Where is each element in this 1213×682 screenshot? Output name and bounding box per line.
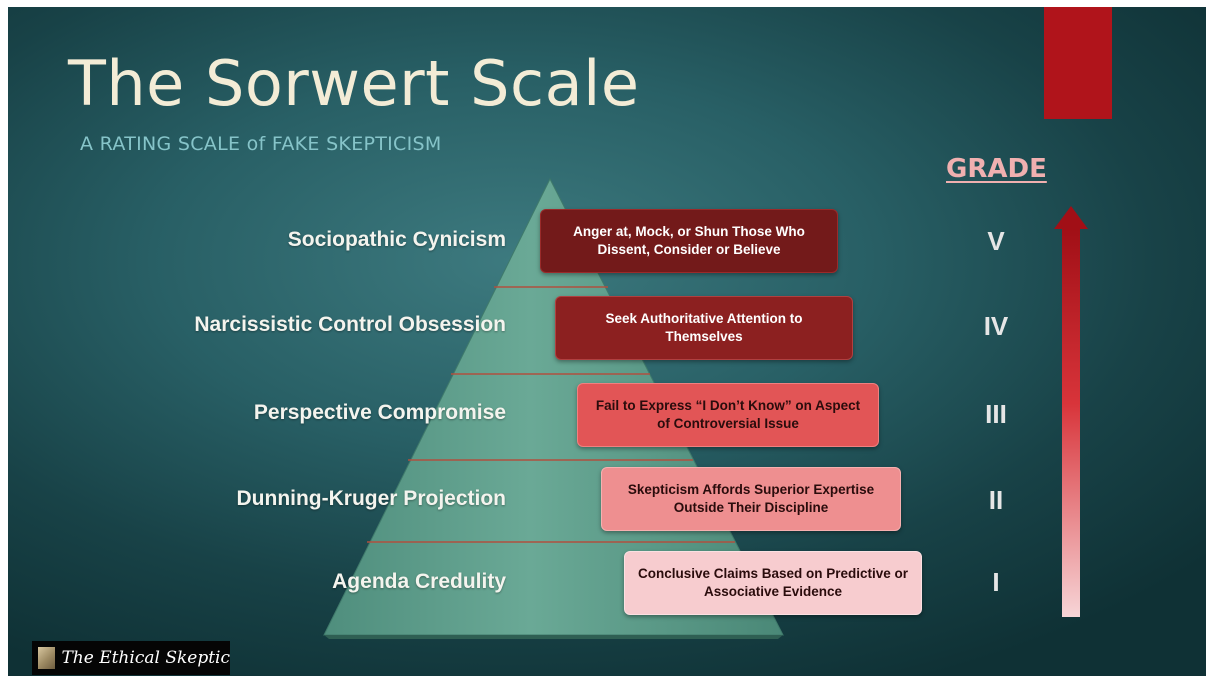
slide: The Sorwert Scale A RATING SCALE of FAKE…: [8, 7, 1206, 676]
level-description-box: Conclusive Claims Based on Predictive or…: [624, 551, 922, 615]
grade-header: GRADE: [946, 154, 1047, 184]
level-description-box: Anger at, Mock, or Shun Those Who Dissen…: [540, 209, 838, 273]
pyramid-base-shadow: [324, 635, 783, 639]
slide-subtitle: A RATING SCALE of FAKE SKEPTICISM: [80, 133, 442, 155]
ethical-skeptic-logo: The Ethical Skeptic: [32, 641, 230, 675]
grade-arrow: [1054, 206, 1088, 617]
level-label-narcissistic-control-obsession: Narcissistic Control Obsession: [194, 313, 506, 336]
level-label-perspective-compromise: Perspective Compromise: [253, 401, 506, 424]
logo-text: The Ethical Skeptic: [61, 648, 230, 668]
level-description-box: Skepticism Affords Superior Expertise Ou…: [601, 467, 901, 531]
slide-title: The Sorwert Scale: [68, 47, 640, 120]
grade-numeral: IV: [983, 311, 1009, 341]
level-description-box: Seek Authoritative Attention to Themselv…: [555, 296, 853, 360]
level-label-dunning-kruger-projection: Dunning-Kruger Projection: [236, 487, 507, 510]
level-label-sociopathic-cynicism: Sociopathic Cynicism: [287, 228, 506, 251]
level-label-agenda-credulity: Agenda Credulity: [332, 570, 506, 593]
grade-numeral: III: [985, 399, 1007, 429]
level-description-box: Fail to Express “I Don’t Know” on Aspect…: [577, 383, 879, 447]
grade-numeral: V: [987, 226, 1005, 256]
red-accent-bar: [1044, 7, 1112, 119]
logo-emblem-icon: [38, 647, 56, 669]
grade-numeral: II: [988, 485, 1004, 515]
grade-numeral: I: [992, 567, 1000, 597]
